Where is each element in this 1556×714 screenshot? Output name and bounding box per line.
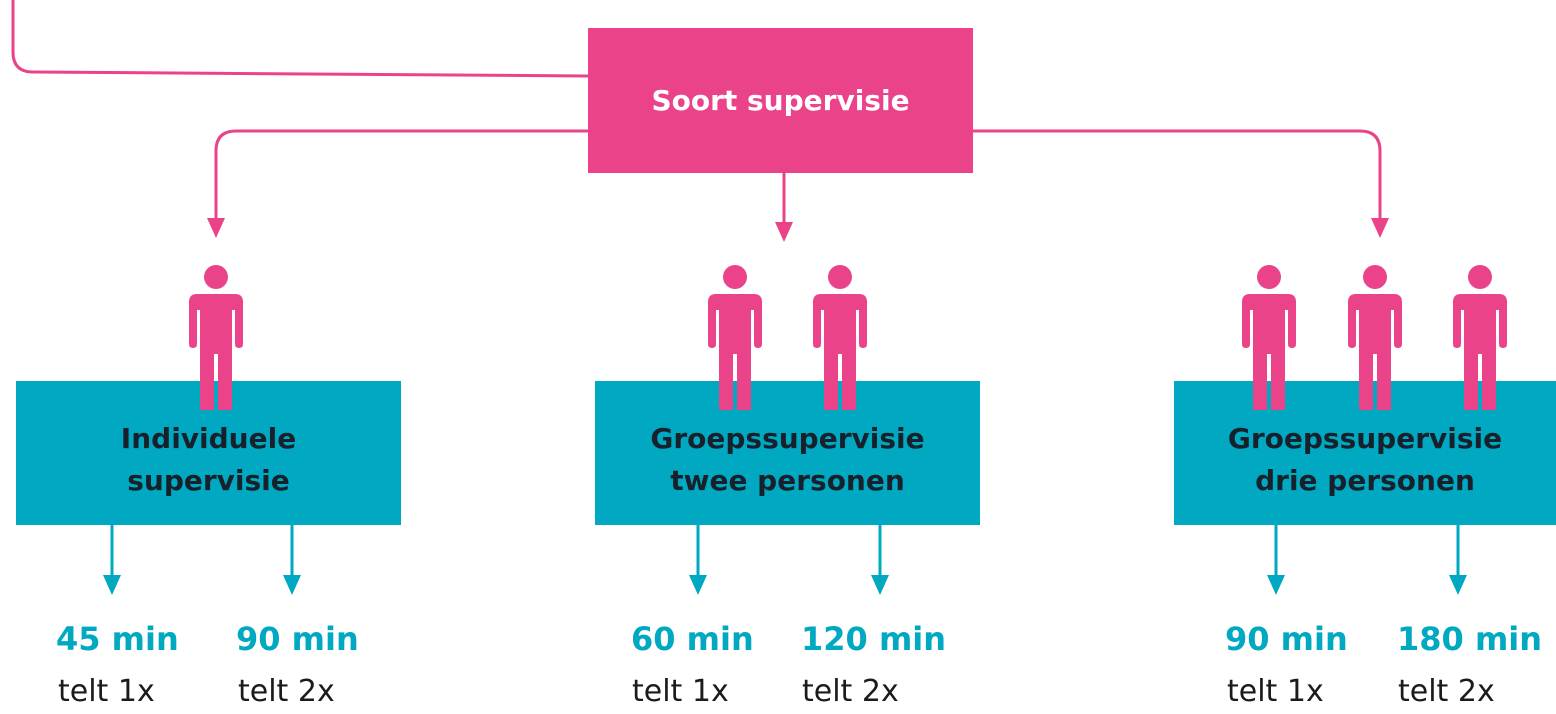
person-icon (189, 265, 243, 410)
duration-label: 90 min (236, 620, 359, 658)
duration-label: 180 min (1397, 620, 1543, 658)
connector-to-three-persons (973, 129, 1382, 218)
person-icon (1242, 265, 1296, 410)
arrowhead-180min (1449, 575, 1467, 595)
category-title-line1: Groepssupervisie (650, 422, 925, 455)
arrowhead-90min-b (1267, 575, 1285, 595)
count-label: telt 1x (1227, 674, 1324, 709)
root-label: Soort supervisie (651, 84, 910, 117)
count-label: telt 2x (802, 674, 899, 709)
category-title-line2: supervisie (127, 464, 290, 497)
person-icon (1348, 265, 1402, 410)
arrowhead-120min (871, 575, 889, 595)
count-label: telt 2x (1398, 674, 1495, 709)
connector-to-individual (214, 129, 588, 218)
duration-label: 90 min (1225, 620, 1348, 658)
category-title-line2: drie personen (1255, 464, 1475, 497)
person-icon (708, 265, 762, 410)
category-box-two-persons: Groepssupervisie twee personen (595, 381, 980, 525)
category-title-line2: twee personen (670, 464, 905, 497)
arrowhead-individual (207, 218, 225, 238)
incoming-connector (11, 0, 589, 78)
arrowhead-60min (689, 575, 707, 595)
teal-arrows (110, 525, 1460, 575)
arrowhead-two-persons (775, 222, 793, 242)
count-label: telt 2x (238, 674, 335, 709)
duration-label: 45 min (56, 620, 179, 658)
arrowhead-90min-a (283, 575, 301, 595)
root-box-soort-supervisie: Soort supervisie (588, 28, 973, 173)
duration-label: 60 min (631, 620, 754, 658)
person-icon (1453, 265, 1507, 410)
count-label: telt 1x (58, 674, 155, 709)
category-title-line1: Groepssupervisie (1227, 422, 1503, 455)
category-title-line1: Individuele (120, 422, 297, 455)
person-icon (813, 265, 867, 410)
count-label: telt 1x (632, 674, 729, 709)
arrowhead-three-persons (1371, 218, 1389, 238)
duration-label: 120 min (801, 620, 947, 658)
arrowhead-45min (103, 575, 121, 595)
